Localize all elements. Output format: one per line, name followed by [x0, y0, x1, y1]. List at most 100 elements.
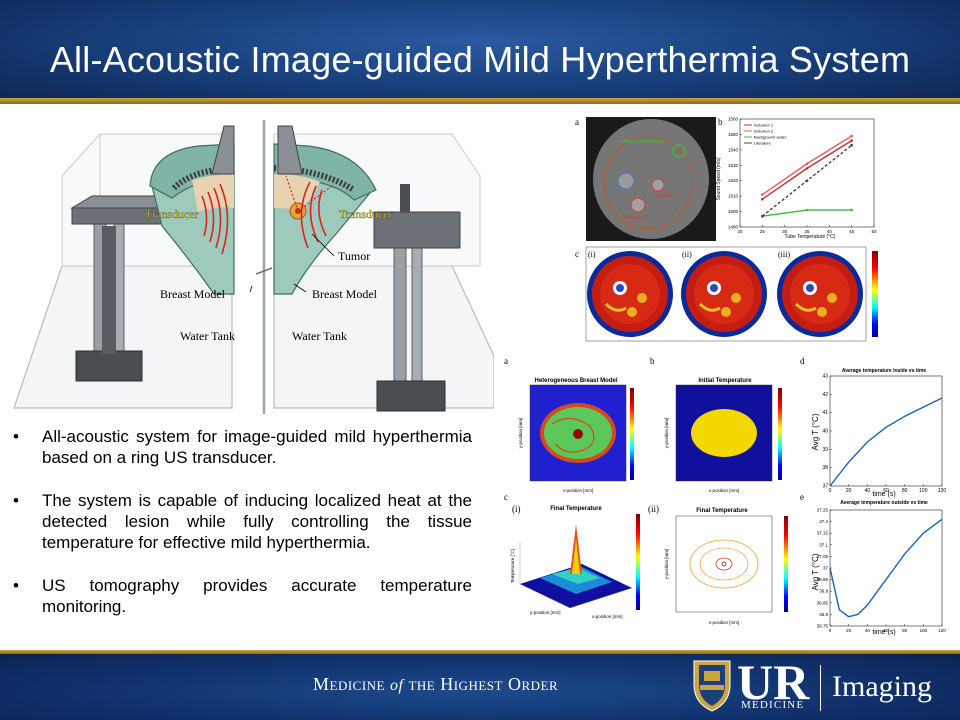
fig2-a-label: a: [504, 356, 508, 366]
fig2c-title-i: Final Temperature: [550, 506, 602, 512]
y-tick-label: 36.85: [817, 600, 829, 605]
fig2-e-label: e: [800, 492, 804, 502]
y-tick-label: 38: [822, 465, 828, 471]
series-line: [829, 397, 943, 487]
fig2c-ii-xlabel: x-position [mm]: [709, 620, 740, 625]
label-breast-model-left: Breast Model: [160, 287, 226, 301]
fig2a-xlabel: x-position [mm]: [563, 488, 594, 493]
x-tick-label: 120: [938, 488, 947, 494]
data-point: [761, 193, 764, 196]
colorbar: [872, 251, 878, 337]
fig2c-title-ii: Final Temperature: [696, 508, 748, 514]
y-tick-label: 37.1: [819, 542, 828, 547]
figure-tomography: a Water Background Bone Inclusion 1 Incl…: [570, 113, 890, 345]
x-tick-label: 20: [737, 229, 743, 234]
y-tick-label: 1560: [728, 117, 739, 122]
left-setup: [13, 125, 235, 409]
imaging-label: Imaging: [832, 670, 932, 703]
fig1b-xlabel: Tube Temperature (°C): [785, 234, 836, 240]
x-tick-label: 25: [760, 229, 766, 234]
fig2d-xlabel: time (s): [872, 491, 895, 498]
fig2d-title: Average temperature inside vs time: [842, 368, 927, 374]
data-point: [761, 197, 764, 201]
figure1-svg: a Water Background Bone Inclusion 1 Incl…: [575, 117, 878, 342]
fig1-c-sub-iii: (iii): [778, 250, 790, 259]
y-tick-label: 36.75: [817, 624, 829, 629]
x-tick-label: 50: [871, 229, 877, 234]
label-transducer-left: Transducer: [145, 207, 199, 221]
plot-area: [829, 375, 943, 487]
y-tick-label: 37.05: [817, 554, 829, 559]
x-tick-label: 30: [782, 229, 788, 234]
bullet-list: All-acoustic system for image-guided mil…: [12, 426, 472, 639]
slide-title: All-Acoustic Image-guided Mild Hyperther…: [49, 39, 911, 80]
header-bar: [0, 0, 960, 104]
figure-simulation: a b d c (i) (ii) e Heterogeneous Breast …: [500, 352, 952, 646]
university-seal-icon: [693, 660, 731, 712]
y-tick-label: 1490: [728, 225, 739, 230]
system-diagram: Transducer Transducer Tumor Breast Model…: [2, 116, 494, 418]
y-tick-label: 37.25: [817, 508, 829, 513]
y-tick-label: 36.8: [819, 612, 828, 617]
fig1-a-label: a: [575, 117, 579, 127]
legend-entry: Inclusion 1: [754, 123, 774, 128]
fig1-c-sub-ii: (ii): [682, 250, 692, 259]
fig2-c-sub-i: (i): [512, 504, 521, 514]
fig1-c-sub-i: (i): [588, 250, 596, 259]
ur-logo: UR: [737, 654, 810, 710]
fig1-annot-inc1: Inclusion 1: [654, 193, 678, 199]
y-tick-label: 40: [822, 429, 828, 435]
bullet-item: The system is capable of inducing locali…: [12, 490, 472, 553]
data-point: [850, 208, 853, 212]
data-point: [805, 167, 809, 170]
y-tick-label: 1500: [728, 209, 739, 214]
data-point: [805, 162, 809, 166]
bullet-item: All-acoustic system for image-guided mil…: [12, 426, 472, 468]
fig2b-xlabel: x-position [mm]: [709, 488, 740, 493]
y-tick-label: 37: [822, 484, 828, 490]
label-water-tank-right: Water Tank: [292, 329, 347, 343]
x-tick-label: 20: [846, 488, 852, 494]
fig2b-ylabel: y-position [mm]: [664, 418, 669, 449]
x-tick-label: 60: [883, 488, 889, 494]
y-tick-label: 1510: [728, 194, 739, 199]
fig2e-title: Average temperature outside vs time: [840, 500, 928, 506]
fig2e-xlabel: time (s): [872, 629, 895, 636]
y-tick-label: 1550: [728, 132, 739, 137]
y-tick-label: 37: [823, 566, 829, 571]
ur-medicine-label: MEDICINE: [741, 699, 805, 711]
fig2e-ylabel: Avg T (°C): [811, 553, 820, 590]
bullet-item: US tomography provides accurate temperat…: [12, 575, 472, 617]
x-tick-label: 45: [849, 229, 855, 234]
x-tick-label: 20: [846, 628, 852, 633]
fig2-c-label: c: [504, 492, 508, 502]
header-gold-rule: [0, 98, 960, 104]
y-tick-label: 43: [822, 374, 828, 380]
label-breast-model-right: Breast Model: [312, 287, 378, 301]
fig2-b-label: b: [650, 356, 655, 366]
right-setup: [273, 125, 494, 412]
plot-area: [829, 509, 943, 627]
fig2c-ylabel: y-position [mm]: [530, 610, 561, 615]
x-tick-label: 100: [920, 628, 928, 633]
x-tick-label: 35: [804, 229, 810, 234]
legend-entry: Literature: [754, 141, 772, 146]
x-tick-label: 80: [902, 488, 908, 494]
y-tick-label: 37.2: [819, 519, 828, 524]
fig2a-title: Heterogeneous Breast Model: [534, 378, 617, 384]
data-point: [850, 139, 853, 142]
logo-divider: [820, 665, 821, 711]
label-water-tank-left: Water Tank: [180, 329, 235, 343]
data-point: [805, 179, 809, 183]
y-tick-label: 42: [822, 392, 828, 398]
x-tick-label: 80: [902, 628, 908, 633]
footer-tagline: Medicine of the Highest Order: [313, 674, 559, 694]
fig2-c-sub-ii: (ii): [648, 504, 659, 514]
data-point: [805, 208, 809, 212]
fig2d-ylabel: Avg T (°C): [811, 413, 820, 450]
y-tick-label: 36.95: [817, 577, 829, 582]
label-tumor: Tumor: [338, 249, 370, 263]
legend-entry: Inclusion 2: [754, 129, 774, 134]
x-tick-label: 40: [865, 488, 871, 494]
